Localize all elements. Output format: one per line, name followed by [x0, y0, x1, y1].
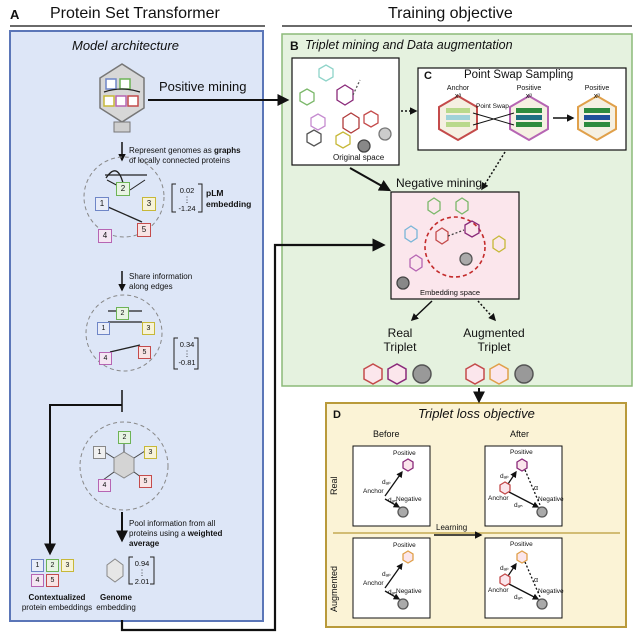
- panel-a-box: [9, 30, 264, 622]
- protein-node-1: 1: [95, 197, 109, 211]
- d-dap-label: dₐₚ: [500, 565, 509, 572]
- d-dan-label: dₐₙ: [388, 497, 397, 504]
- panel-d-title: Triplet loss objective: [418, 406, 535, 421]
- positive-mining-label: Positive mining: [159, 79, 247, 94]
- protein-node-5: 5: [137, 223, 151, 237]
- ctx-node-4: 4: [31, 574, 44, 587]
- negative-mining-box: [390, 191, 520, 300]
- d-aug-after: [484, 537, 563, 619]
- ctx-node-5: 5: [46, 574, 59, 587]
- protein-node-3: 3: [142, 322, 155, 335]
- d-dan-label: dₐₙ: [388, 589, 397, 596]
- d-alpha-label: α: [534, 577, 539, 584]
- point-swap-label: Point Swap: [476, 103, 509, 110]
- vector-2: 0.34⋮-0.81: [178, 340, 196, 367]
- vector-1: 0.02⋮-1.24: [178, 186, 196, 213]
- point-swap-phages: [438, 94, 617, 142]
- panel-b-title: Triplet mining and Data augmentation: [305, 38, 513, 52]
- training-title: Training objective: [388, 5, 513, 22]
- d-dan-label: dₐₙ: [514, 502, 523, 509]
- d-negative-label: Negative: [538, 496, 564, 503]
- d-positive-label: Positive: [393, 450, 416, 457]
- protein-node-4: 4: [99, 352, 112, 365]
- original-space-box: [291, 57, 400, 166]
- panel-b-letter: B: [290, 39, 299, 53]
- embedding-space-label: Embedding space: [420, 288, 481, 297]
- protein-node-3: 3: [144, 446, 157, 459]
- d-anchor-label: Anchor: [488, 587, 509, 594]
- augmented-triplet-icons: [465, 363, 534, 385]
- panel-c-letter: C: [424, 70, 432, 82]
- d-negative-label: Negative: [538, 588, 564, 595]
- panel-d-letter: D: [333, 409, 341, 421]
- protein-node-5: 5: [139, 475, 152, 488]
- d-real-before-arrows: [384, 458, 414, 518]
- protein-node-4: 4: [98, 229, 112, 243]
- protein-node-2: 2: [116, 182, 130, 196]
- d-alpha-label: α: [534, 485, 539, 492]
- d-positive-label: Positive: [393, 542, 416, 549]
- d-anchor-label: Anchor: [363, 488, 384, 495]
- panel-a-letter: A: [10, 7, 20, 22]
- after-label: After: [510, 429, 530, 439]
- d-real-after-arrows: [499, 458, 548, 518]
- d-dap-label: dₐₚ: [500, 473, 509, 480]
- d-anchor-label: Anchor: [488, 495, 509, 502]
- protein-node-1: 1: [93, 446, 106, 459]
- protein-graph-2: [85, 294, 163, 372]
- d-negative-label: Negative: [396, 496, 422, 503]
- augmented-row-label: Augmented: [329, 565, 339, 612]
- panel-c-title: Point Swap Sampling: [464, 69, 574, 81]
- d-dan-label: dₐₙ: [514, 594, 523, 601]
- panel-a-title: Protein Set Transformer: [50, 5, 220, 22]
- embedding-space-icons: [396, 197, 506, 290]
- protein-node-5: 5: [138, 346, 151, 359]
- d-positive-label: Positive: [510, 541, 533, 548]
- d-negative-label: Negative: [396, 588, 422, 595]
- original-space-label: Original space: [333, 153, 385, 162]
- model-architecture-label: Model architecture: [72, 38, 179, 53]
- learning-label: Learning: [436, 523, 468, 532]
- d-dap-label: dₐₚ: [382, 571, 391, 578]
- protein-node-1: 1: [97, 322, 110, 335]
- before-label: Before: [373, 429, 400, 439]
- d-anchor-label: Anchor: [363, 580, 384, 587]
- d-real-after: [484, 445, 563, 527]
- negative-mining-label: Negative mining: [396, 176, 483, 190]
- d-positive-label: Positive: [510, 449, 533, 456]
- genome-capsule-icon: [99, 63, 145, 133]
- protein-node-4: 4: [98, 479, 111, 492]
- protein-node-2: 2: [116, 307, 129, 320]
- vector-3: 0.94⋮2.01: [134, 559, 150, 586]
- d-aug-before-arrows: [384, 550, 414, 610]
- ctx-node-1: 1: [31, 559, 44, 572]
- d-aug-after-arrows: [499, 550, 548, 610]
- protein-node-2: 2: [118, 431, 131, 444]
- original-space-icons: [299, 64, 392, 153]
- real-triplet-icons: [363, 363, 432, 385]
- d-dap-label: dₐₚ: [382, 479, 391, 486]
- real-row-label: Real: [329, 476, 339, 495]
- protein-node-3: 3: [142, 197, 156, 211]
- ctx-node-3: 3: [61, 559, 74, 572]
- ctx-node-2: 2: [46, 559, 59, 572]
